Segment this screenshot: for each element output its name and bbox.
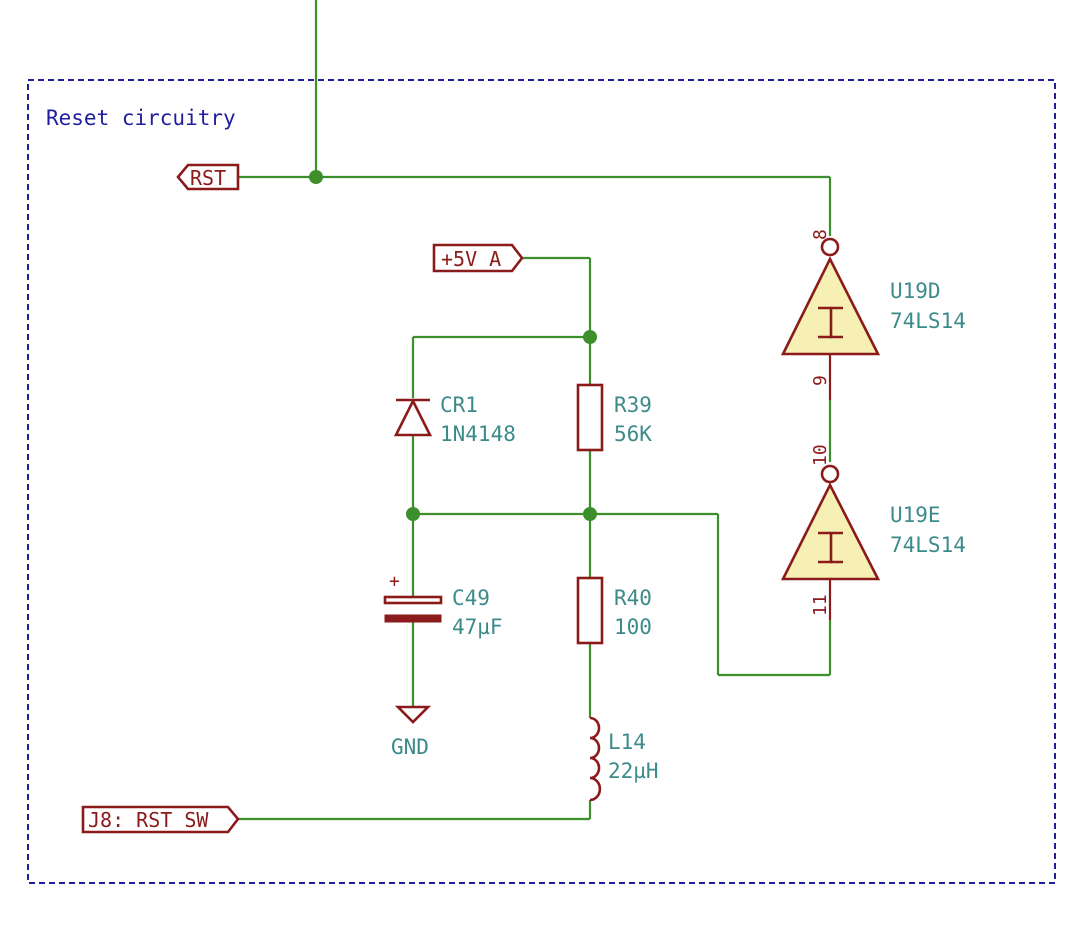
cr1-value: 1N4148 [440,422,516,446]
u19e-pin10: 10 [810,444,831,466]
u19d-pin9: 9 [810,375,831,386]
junction-cr1-c49 [406,507,420,521]
gate-u19e[interactable]: 10 11 [780,444,881,620]
u19e-pin11: 11 [810,594,831,616]
u19d-inverter-bubble [820,237,840,257]
r40-ref: R40 [614,586,652,610]
u19e-inverter-bubble [820,464,840,484]
diode-cr1[interactable] [393,398,433,437]
c49-value: 47µF [452,615,503,639]
label-rst[interactable]: RST [176,163,240,191]
gnd-symbol[interactable] [394,705,432,724]
c49-ref: C49 [452,586,490,610]
wires [238,0,832,821]
u19d-schmitt-icon [818,306,843,339]
label-rst-sw-text: J8:_RST_SW [88,808,209,832]
u19d-value: 74LS14 [890,309,966,333]
section-title: Reset circuitry [46,106,236,130]
section-frame [27,79,1056,884]
r39-value: 56K [614,422,652,446]
inductor-l14[interactable] [589,716,602,802]
r40-value: 100 [614,615,652,639]
u19e-ref: U19E [890,503,941,527]
r39-ref: R39 [614,393,652,417]
label-rst-text: RST [190,166,226,190]
label-rst-sw[interactable]: J8:_RST_SW [81,805,240,834]
l14-value: 22µH [608,759,659,783]
l14-ref: L14 [608,730,646,754]
c49-plate-positive [383,595,443,605]
gate-u19d[interactable]: 8 9 [780,229,881,400]
c49-polarity: + [389,571,400,592]
junction-r39-r40 [583,507,597,521]
u19e-value: 74LS14 [890,533,966,557]
u19d-triangle [780,256,881,356]
junction-5v [583,330,597,344]
u19d-pin8: 8 [810,229,831,240]
capacitor-c49[interactable] [383,595,443,623]
cr1-ref: CR1 [440,393,478,417]
label-5v-a[interactable]: +5V_A [432,243,524,273]
label-5v-a-text: +5V_A [441,247,501,271]
resistor-r40[interactable] [576,576,604,645]
resistor-r39[interactable] [576,383,604,452]
gnd-label: GND [391,735,429,759]
u19d-ref: U19D [890,279,941,303]
c49-plate-negative [384,614,442,623]
junction-rst [309,170,323,184]
cr1-triangle [393,398,433,437]
u19e-schmitt-icon [818,531,843,564]
